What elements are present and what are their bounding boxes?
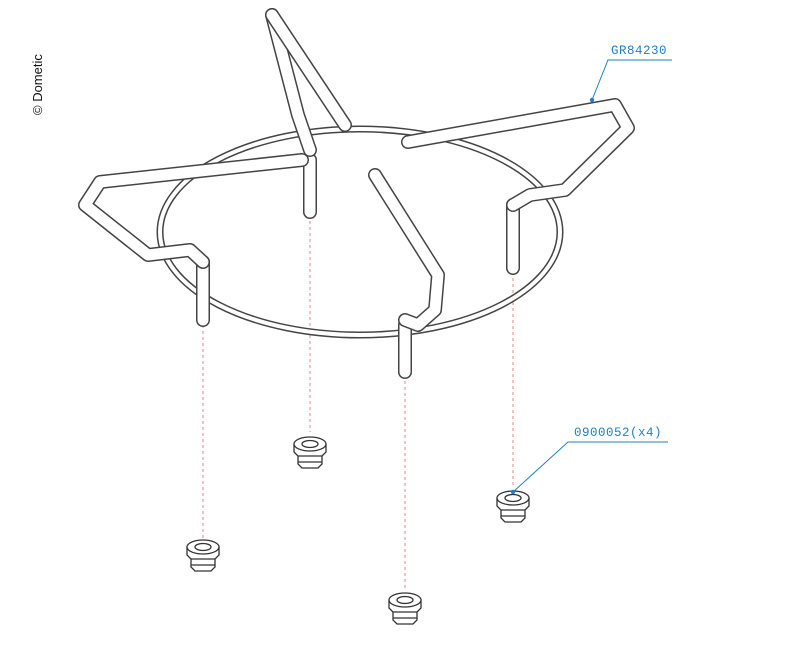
rubber-foot bbox=[496, 490, 530, 523]
feet-part-number: 0900052(x4) bbox=[574, 426, 663, 440]
rubber-foot bbox=[388, 592, 422, 625]
grate-legs bbox=[196, 153, 520, 379]
rubber-feet bbox=[186, 436, 530, 625]
grate-callout-leader bbox=[591, 59, 672, 101]
rubber-foot bbox=[186, 539, 220, 572]
grate-ring bbox=[156, 125, 564, 339]
copyright-text: © Dometic bbox=[30, 54, 45, 115]
grate-part-number: GR84230 bbox=[611, 44, 668, 58]
feet-callout-dot bbox=[510, 489, 516, 495]
feet-callout-leader bbox=[512, 441, 668, 493]
rubber-foot bbox=[293, 436, 327, 469]
grate-arms bbox=[78, 8, 635, 332]
grate-callout-dot bbox=[589, 97, 595, 103]
callout-leaders bbox=[510, 59, 672, 495]
alignment-lines bbox=[202, 215, 514, 590]
